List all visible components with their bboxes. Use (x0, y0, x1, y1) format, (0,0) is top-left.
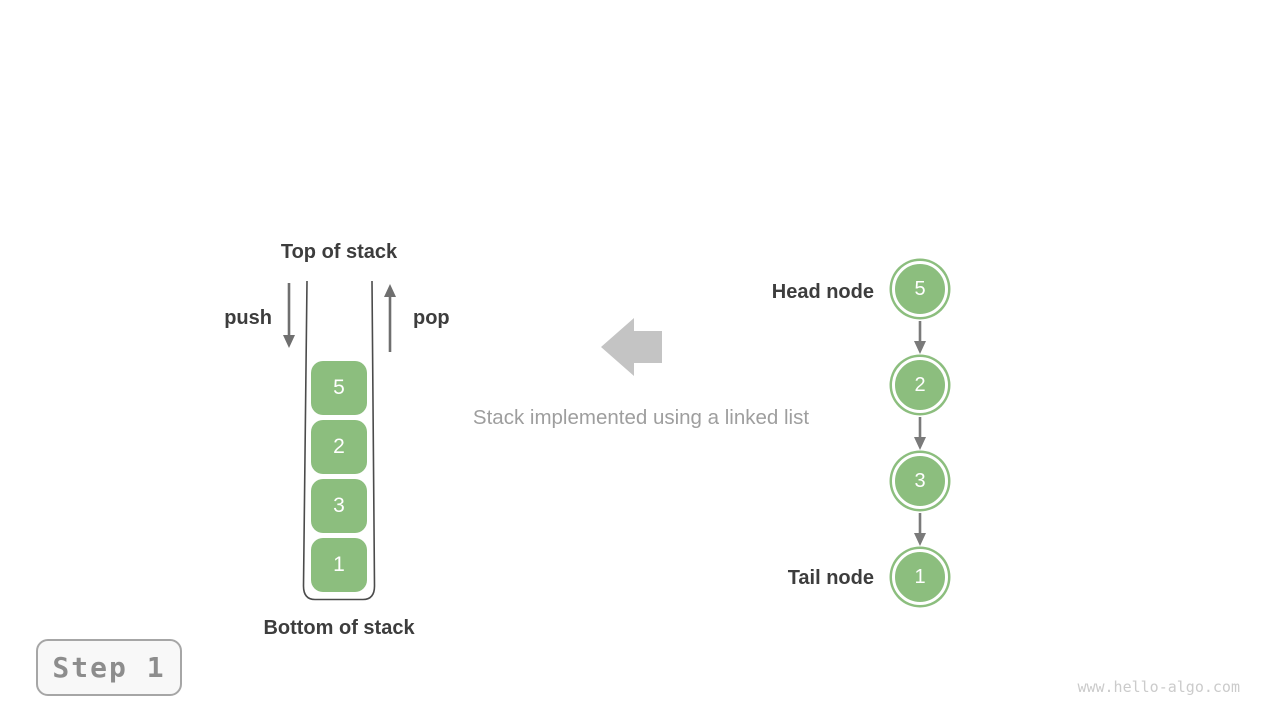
stack-item: 3 (311, 479, 367, 533)
figure-caption: Stack implemented using a linked list (472, 406, 810, 429)
step-badge: Step 1 (36, 639, 182, 696)
linked-list-node: 2 (892, 357, 948, 413)
link-arrow-icon (914, 417, 926, 450)
link-arrow-icon (914, 513, 926, 546)
linked-list-node: 5 (892, 261, 948, 317)
bottom-of-stack-label: Bottom of stack (263, 617, 415, 639)
left-block-arrow-icon (601, 318, 662, 376)
pop-label: pop (413, 307, 450, 329)
linked-list-node: 1 (892, 549, 948, 605)
top-of-stack-label: Top of stack (280, 241, 398, 263)
push-arrow-icon (283, 283, 295, 348)
tail-node-label: Tail node (787, 567, 874, 589)
stack-item: 5 (311, 361, 367, 415)
link-arrow-icon (914, 321, 926, 354)
pop-arrow-icon (384, 284, 396, 352)
stack-item: 1 (311, 538, 367, 592)
head-node-label: Head node (771, 281, 874, 303)
watermark: www.hello-algo.com (1077, 678, 1240, 696)
stack-item: 2 (311, 420, 367, 474)
push-label: push (224, 307, 272, 329)
linked-list-node: 3 (892, 453, 948, 509)
stack-container (302, 280, 376, 601)
